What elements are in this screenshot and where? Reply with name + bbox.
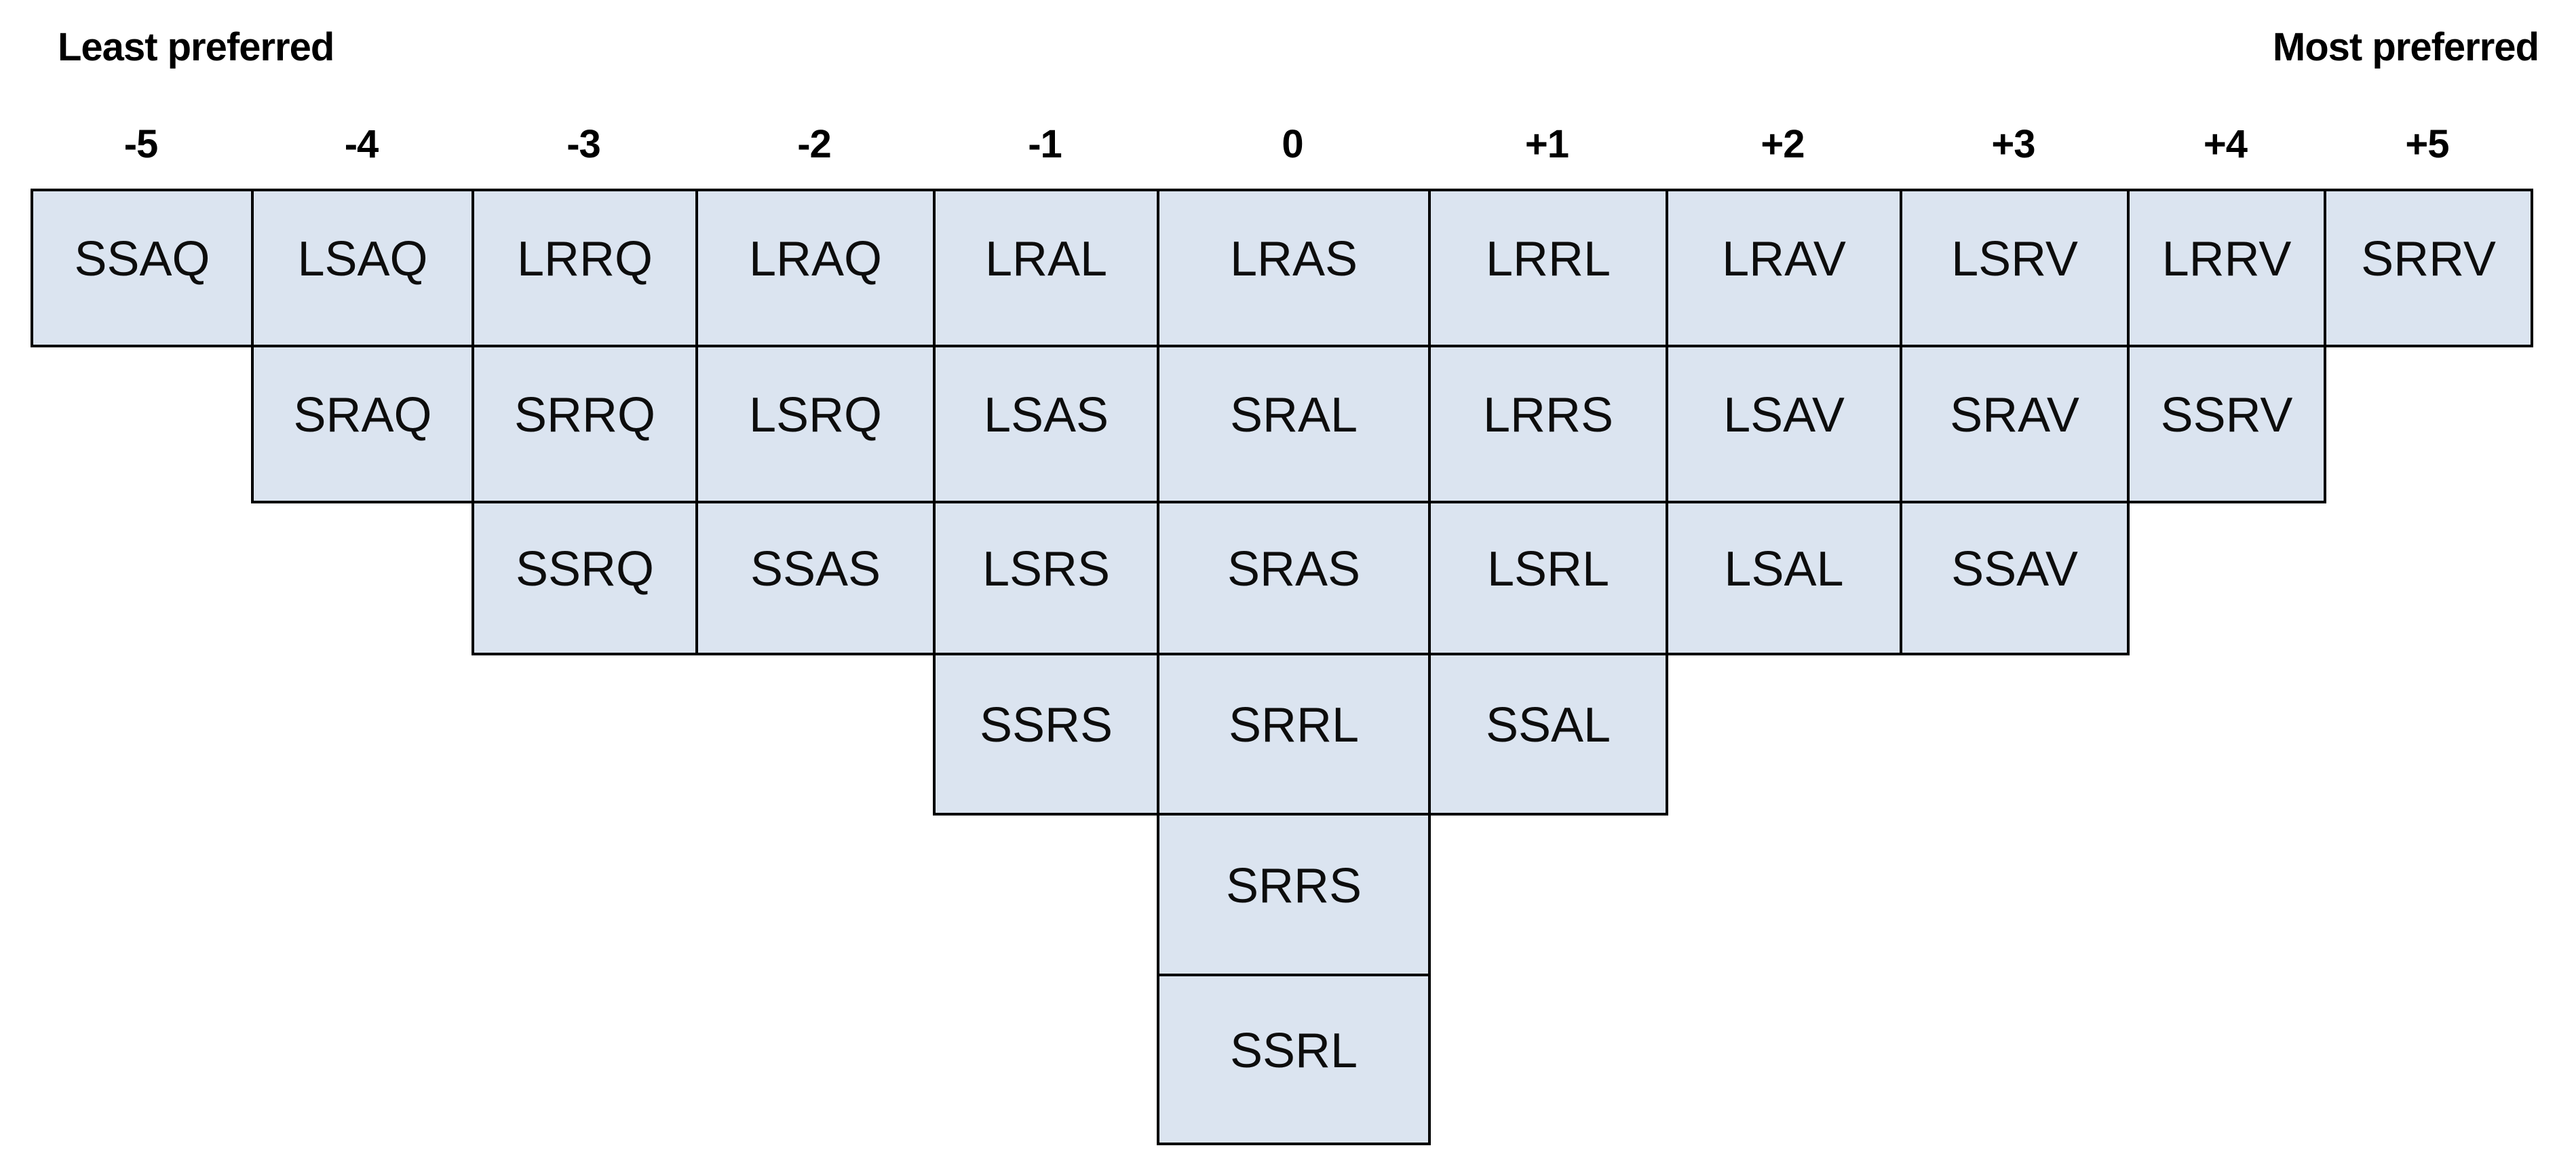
scale-label-minus1: -1 [1028, 121, 1062, 166]
preference-cell-LSAQ: LSAQ [251, 189, 474, 347]
preference-cell-SSAS: SSAS [695, 501, 936, 655]
preference-cell-LRAQ: LRAQ [695, 189, 936, 347]
preference-cell-LSRV: LSRV [1900, 189, 2130, 347]
preference-cell-SSRL: SSRL [1157, 974, 1431, 1145]
scale-label-plus2: +2 [1761, 121, 1805, 166]
preference-cell-LRRQ: LRRQ [472, 189, 698, 347]
preference-cell-SSAQ: SSAQ [31, 189, 254, 347]
preference-cell-LRRL: LRRL [1428, 189, 1668, 347]
most-preferred-label: Most preferred [2272, 25, 2539, 69]
preference-cell-LSRQ: LSRQ [695, 345, 936, 503]
scale-label-minus3: -3 [566, 121, 601, 166]
preference-cell-LSAS: LSAS [933, 345, 1159, 503]
preference-cell-LRRV: LRRV [2127, 189, 2326, 347]
preference-cell-LSRS: LSRS [933, 501, 1159, 655]
preference-cell-SSRS: SSRS [933, 653, 1159, 816]
preference-cell-SSRQ: SSRQ [472, 501, 698, 655]
preference-cell-SRAL: SRAL [1157, 345, 1431, 503]
scale-label-plus5: +5 [2405, 121, 2449, 166]
preference-cell-SRAV: SRAV [1900, 345, 2130, 503]
preference-cell-LSAV: LSAV [1666, 345, 1902, 503]
preference-cell-SSRV: SSRV [2127, 345, 2326, 503]
preference-cell-LSAL: LSAL [1666, 501, 1902, 655]
scale-label-minus5: -5 [123, 121, 159, 166]
scale-label-plus1: +1 [1524, 121, 1569, 166]
scale-label-minus2: -2 [797, 121, 832, 166]
preference-cell-SRRS: SRRS [1157, 813, 1431, 976]
preference-cell-SRRV: SRRV [2324, 189, 2533, 347]
scale-label-0: 0 [1282, 121, 1303, 166]
preference-cell-SRAS: SRAS [1157, 501, 1431, 655]
least-preferred-label: Least preferred [58, 25, 334, 69]
preference-cell-SRAQ: SRAQ [251, 345, 474, 503]
preference-cell-LRRS: LRRS [1428, 345, 1668, 503]
preference-cell-SRRL: SRRL [1157, 653, 1431, 816]
preference-cell-SRRQ: SRRQ [472, 345, 698, 503]
scale-label-minus4: -4 [344, 121, 379, 166]
preference-cell-SSAL: SSAL [1428, 653, 1668, 816]
preference-cell-LRAS: LRAS [1157, 189, 1431, 347]
scale-label-plus4: +4 [2203, 121, 2248, 166]
preference-cell-SSAV: SSAV [1900, 501, 2130, 655]
preference-cell-LRAV: LRAV [1666, 189, 1902, 347]
preference-cell-LSRL: LSRL [1428, 501, 1668, 655]
scale-label-plus3: +3 [1991, 121, 2035, 166]
preference-cell-LRAL: LRAL [933, 189, 1159, 347]
